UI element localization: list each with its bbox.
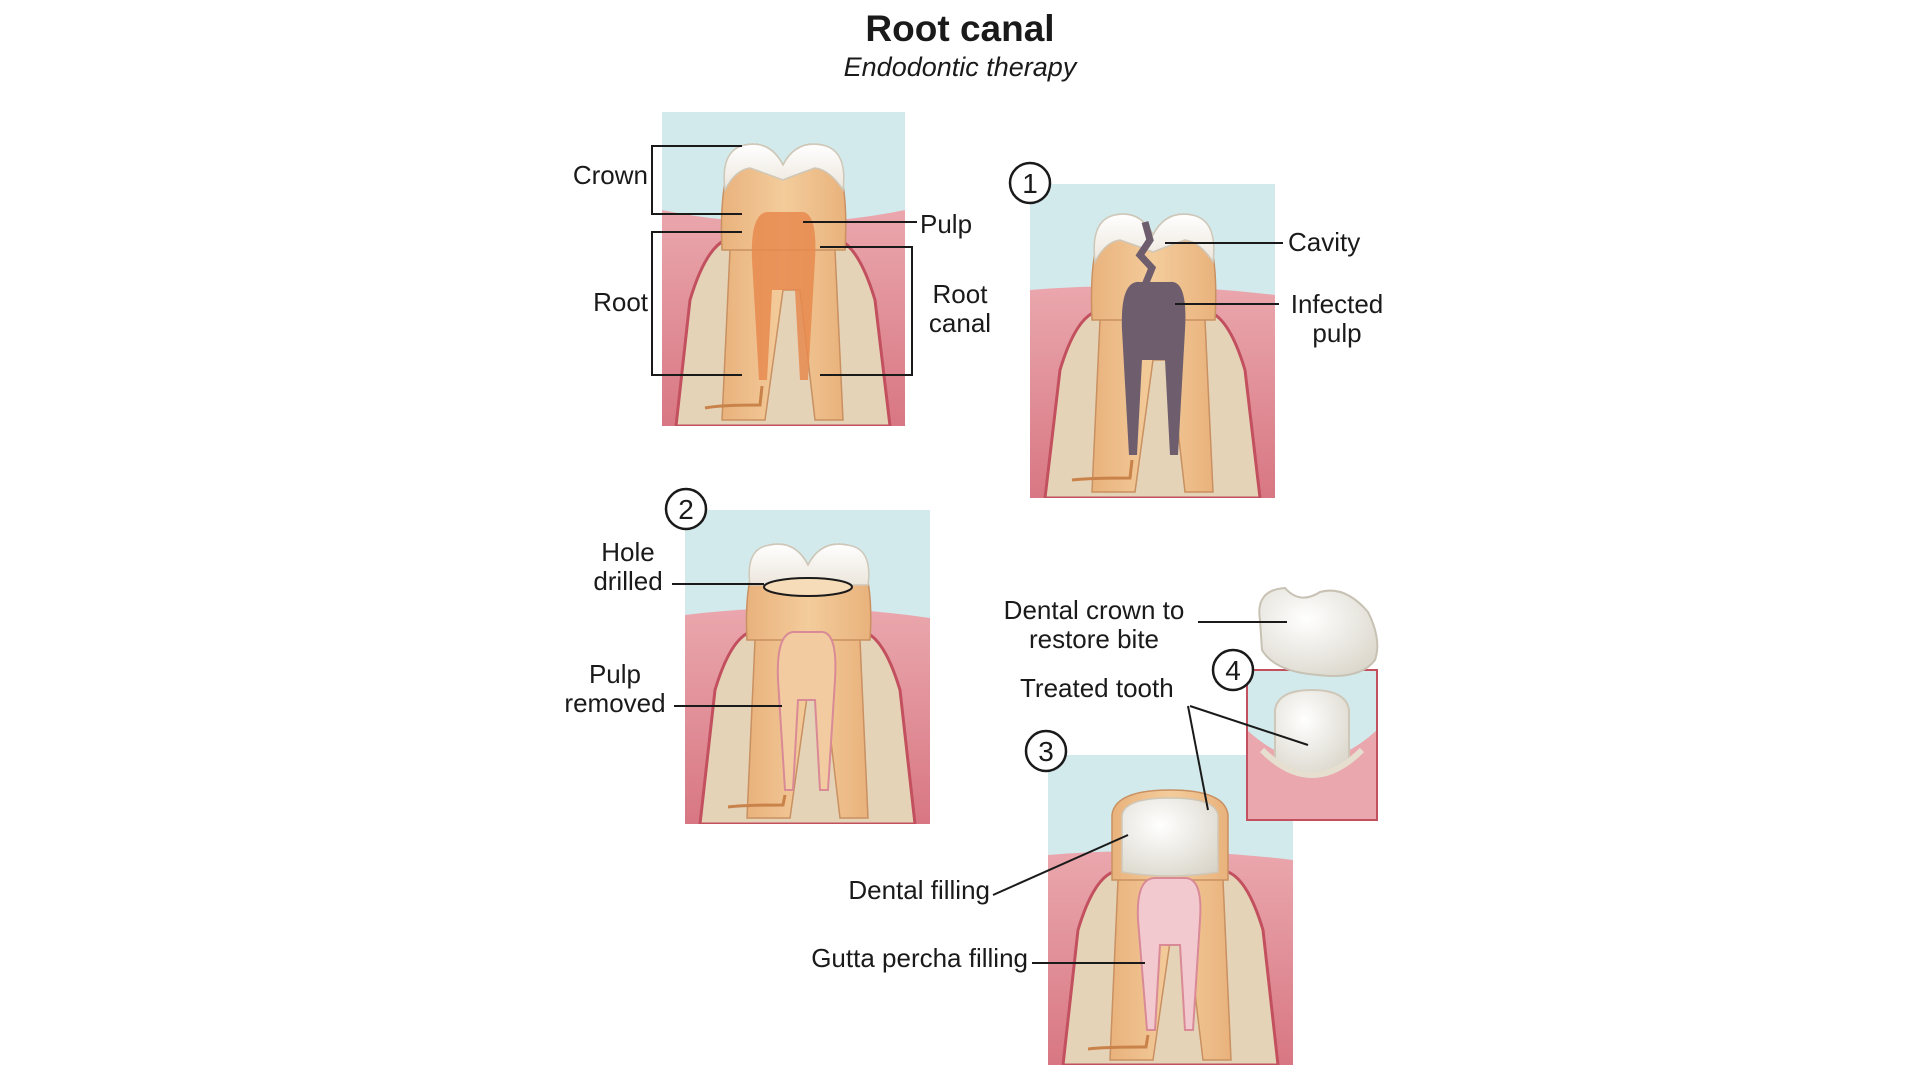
- step-2-circle: [664, 487, 708, 531]
- label-pulp-removed-line1: Pulp: [588, 659, 642, 689]
- dental-crown-cap: [1258, 586, 1379, 677]
- panel-step1: [1030, 184, 1275, 498]
- label-dental-filling: Dental filling: [848, 875, 990, 905]
- step-1-circle: [1008, 161, 1052, 205]
- label-dental-crown: Dental crown to restore bite: [995, 596, 1193, 654]
- label-hole-drilled: Hole drilled: [582, 538, 674, 596]
- label-infected-pulp: Infected pulp: [1282, 290, 1392, 348]
- step-circles: [664, 161, 1255, 773]
- label-dental-crown-line1: Dental crown to: [1003, 595, 1185, 625]
- label-root-canal-line2: canal: [928, 308, 992, 338]
- step-3-circle: [1024, 729, 1068, 773]
- step-1-number: 1: [1022, 168, 1038, 199]
- panel-step2: [685, 510, 930, 824]
- leader-lines: [651, 145, 1309, 964]
- step-4-number: 4: [1225, 655, 1241, 686]
- label-hole-line2: drilled: [593, 566, 663, 596]
- label-hole-line1: Hole: [601, 537, 655, 567]
- panel-anatomy: [662, 112, 905, 426]
- page-subtitle: Endodontic therapy: [843, 52, 1077, 82]
- label-root-canal: Root canal: [915, 280, 1005, 338]
- page-title: Root canal: [865, 8, 1055, 49]
- label-crown: Crown: [572, 160, 648, 190]
- label-gutta-percha: Gutta percha filling: [811, 943, 1028, 973]
- label-pulp-removed-line2: removed: [564, 688, 666, 718]
- label-cavity: Cavity: [1288, 227, 1361, 257]
- label-root-canal-line1: Root: [932, 279, 988, 309]
- step-3-number: 3: [1038, 736, 1054, 767]
- panel-step4: [1246, 586, 1379, 821]
- label-root: Root: [593, 287, 648, 317]
- label-pulp: Pulp: [920, 209, 973, 239]
- label-infected-line1: Infected: [1290, 289, 1384, 319]
- label-pulp-removed: Pulp removed: [558, 660, 672, 718]
- label-dental-crown-line2: restore bite: [1028, 624, 1160, 654]
- step-4-circle: [1211, 648, 1255, 692]
- step-2-number: 2: [678, 494, 694, 525]
- label-infected-line2: pulp: [1312, 318, 1362, 348]
- label-treated-tooth: Treated tooth: [1020, 673, 1174, 703]
